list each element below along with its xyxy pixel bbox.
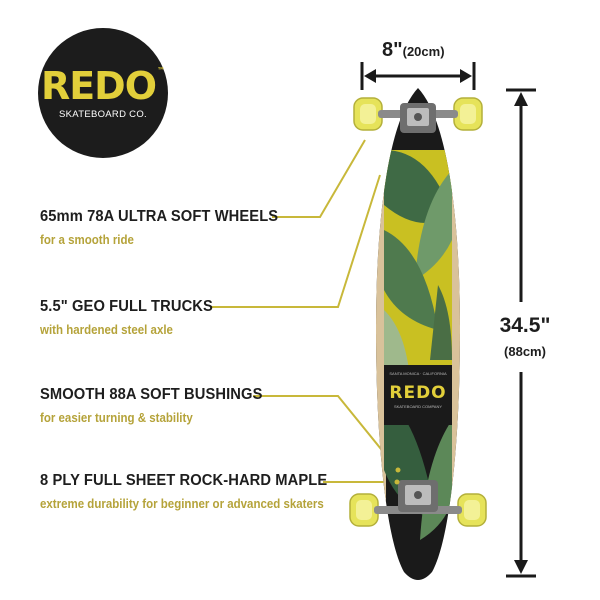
deck-tagline-top: SANTA MONICA · CALIFORNIA	[389, 371, 447, 376]
feature-subtitle: for a smooth ride	[40, 233, 134, 247]
length-label: 34.5" (88cm)	[494, 314, 556, 359]
bottom-wheels	[349, 493, 487, 527]
leader-lines	[210, 139, 399, 483]
leader-line-bushings	[253, 395, 399, 471]
feature-maple: 8 PLY FULL SHEET ROCK-HARD MAPLE extreme…	[40, 472, 352, 511]
logo-wordmark: REDO™	[40, 63, 166, 108]
leader-line-wheels	[272, 139, 366, 218]
leader-line-trucks	[210, 174, 381, 308]
width-imperial: 8"	[382, 39, 403, 61]
feature-subtitle: extreme durability for beginner or advan…	[40, 497, 324, 511]
width-metric: (20cm)	[402, 44, 445, 59]
length-metric: (88cm)	[504, 344, 546, 359]
leader-endpoints	[394, 467, 401, 485]
feature-wheels: 65mm 78A ULTRA SOFT WHEELS for a smooth …	[40, 208, 299, 247]
feature-title: 5.5" GEO FULL TRUCKS	[40, 298, 213, 315]
feature-title: 8 PLY FULL SHEET ROCK-HARD MAPLE	[40, 472, 328, 489]
feature-trucks: 5.5" GEO FULL TRUCKS with hardened steel…	[40, 298, 228, 337]
feature-title: SMOOTH 88A SOFT BUSHINGS	[40, 386, 263, 403]
feature-subtitle: for easier turning & stability	[40, 411, 193, 425]
feature-subtitle: with hardened steel axle	[40, 323, 173, 337]
brand-logo: REDO™ SKATEBOARD CO.	[38, 28, 168, 158]
length-dimension-arrow	[506, 88, 536, 578]
logo-subtitle: SKATEBOARD CO.	[59, 108, 147, 120]
length-imperial: 34.5"	[499, 314, 551, 337]
deck-tagline-bottom: SKATEBOARD COMPANY	[394, 404, 442, 409]
skateboard-deck: SANTA MONICA · CALIFORNIA REDO SKATEBOAR…	[376, 88, 460, 580]
width-label: 8"(20cm)	[382, 39, 445, 62]
feature-title: 65mm 78A ULTRA SOFT WHEELS	[40, 208, 279, 225]
top-wheels	[353, 97, 483, 131]
top-truck	[378, 103, 458, 133]
deck-brand-text: REDO	[389, 383, 446, 403]
feature-bushings: SMOOTH 88A SOFT BUSHINGS for easier turn…	[40, 386, 282, 425]
bottom-truck	[374, 480, 462, 514]
width-dimension-arrow	[360, 62, 476, 90]
